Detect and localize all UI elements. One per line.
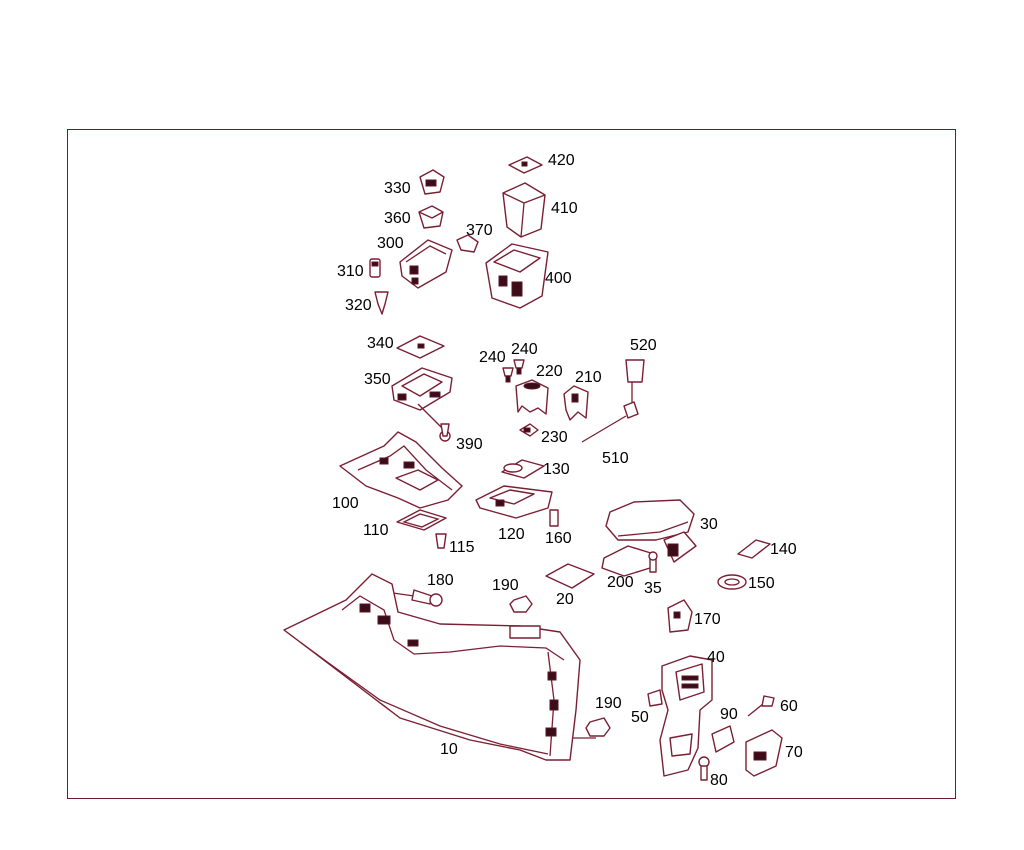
part-35[interactable] bbox=[648, 551, 658, 573]
part-340[interactable] bbox=[396, 335, 445, 359]
callout-10: 10 bbox=[440, 741, 458, 758]
callout-230: 230 bbox=[541, 429, 568, 446]
part-330[interactable] bbox=[419, 169, 445, 195]
callout-410: 410 bbox=[551, 200, 578, 217]
part-410[interactable] bbox=[502, 182, 546, 238]
part-370[interactable] bbox=[456, 234, 479, 253]
callout-240-a: 240 bbox=[479, 349, 506, 366]
part-80[interactable] bbox=[698, 756, 710, 781]
callout-320: 320 bbox=[345, 297, 372, 314]
callout-400: 400 bbox=[545, 270, 572, 287]
callout-510: 510 bbox=[602, 450, 629, 467]
part-420[interactable] bbox=[508, 156, 543, 174]
part-120[interactable] bbox=[475, 485, 553, 519]
callout-300: 300 bbox=[377, 235, 404, 252]
part-115[interactable] bbox=[435, 533, 447, 549]
callout-180: 180 bbox=[427, 572, 454, 589]
part-140[interactable] bbox=[737, 539, 771, 559]
part-70[interactable] bbox=[745, 729, 783, 777]
part-180[interactable] bbox=[385, 589, 443, 607]
part-230[interactable] bbox=[519, 423, 539, 437]
part-210[interactable] bbox=[563, 385, 589, 421]
callout-360: 360 bbox=[384, 210, 411, 227]
callout-310: 310 bbox=[337, 263, 364, 280]
part-110[interactable] bbox=[396, 509, 447, 531]
part-220[interactable] bbox=[515, 379, 549, 415]
part-350[interactable] bbox=[391, 367, 453, 411]
part-50[interactable] bbox=[647, 689, 663, 707]
callout-420: 420 bbox=[548, 152, 575, 169]
callout-520: 520 bbox=[630, 337, 657, 354]
part-510[interactable] bbox=[581, 401, 639, 443]
callout-210: 210 bbox=[575, 369, 602, 386]
part-40[interactable] bbox=[659, 655, 713, 777]
callout-190-a: 190 bbox=[492, 577, 519, 594]
part-190-a[interactable] bbox=[509, 595, 533, 613]
part-390[interactable] bbox=[417, 403, 451, 442]
callout-330: 330 bbox=[384, 180, 411, 197]
callout-35: 35 bbox=[644, 580, 662, 597]
part-60[interactable] bbox=[747, 695, 775, 717]
callout-90: 90 bbox=[720, 706, 738, 723]
callout-150: 150 bbox=[748, 575, 775, 592]
callout-390: 390 bbox=[456, 436, 483, 453]
part-300[interactable] bbox=[399, 239, 453, 289]
callout-200: 200 bbox=[607, 574, 634, 591]
callout-140: 140 bbox=[770, 541, 797, 558]
diagram-frame bbox=[67, 129, 956, 799]
part-160[interactable] bbox=[549, 509, 559, 527]
part-320[interactable] bbox=[374, 291, 389, 315]
callout-170: 170 bbox=[694, 611, 721, 628]
part-240-b[interactable] bbox=[513, 359, 525, 375]
part-90[interactable] bbox=[711, 725, 735, 753]
part-520[interactable] bbox=[625, 359, 645, 410]
callout-40: 40 bbox=[707, 649, 725, 666]
callout-80: 80 bbox=[710, 772, 728, 789]
callout-20: 20 bbox=[556, 591, 574, 608]
part-200[interactable] bbox=[601, 545, 655, 577]
part-360[interactable] bbox=[418, 205, 444, 229]
callout-115: 115 bbox=[449, 539, 475, 556]
callout-340: 340 bbox=[367, 335, 394, 352]
callout-30: 30 bbox=[700, 516, 718, 533]
part-100[interactable] bbox=[339, 431, 463, 509]
callout-240-b: 240 bbox=[511, 341, 538, 358]
callout-370: 370 bbox=[466, 222, 493, 239]
callout-130: 130 bbox=[543, 461, 570, 478]
callout-60: 60 bbox=[780, 698, 798, 715]
callout-70: 70 bbox=[785, 744, 803, 761]
part-310[interactable] bbox=[369, 258, 381, 278]
part-20[interactable] bbox=[545, 563, 595, 589]
part-10[interactable] bbox=[283, 573, 581, 761]
callout-120: 120 bbox=[498, 526, 525, 543]
callout-160: 160 bbox=[545, 530, 572, 547]
callout-190-b: 190 bbox=[595, 695, 622, 712]
callout-100: 100 bbox=[332, 495, 359, 512]
callout-110: 110 bbox=[363, 522, 389, 539]
part-170[interactable] bbox=[667, 599, 693, 633]
part-30[interactable] bbox=[605, 499, 697, 563]
part-150[interactable] bbox=[717, 574, 747, 590]
part-400[interactable] bbox=[485, 243, 549, 309]
part-240-a[interactable] bbox=[502, 367, 514, 383]
part-130[interactable] bbox=[501, 459, 545, 479]
callout-50: 50 bbox=[631, 709, 649, 726]
callout-220: 220 bbox=[536, 363, 563, 380]
callout-350: 350 bbox=[364, 371, 391, 388]
